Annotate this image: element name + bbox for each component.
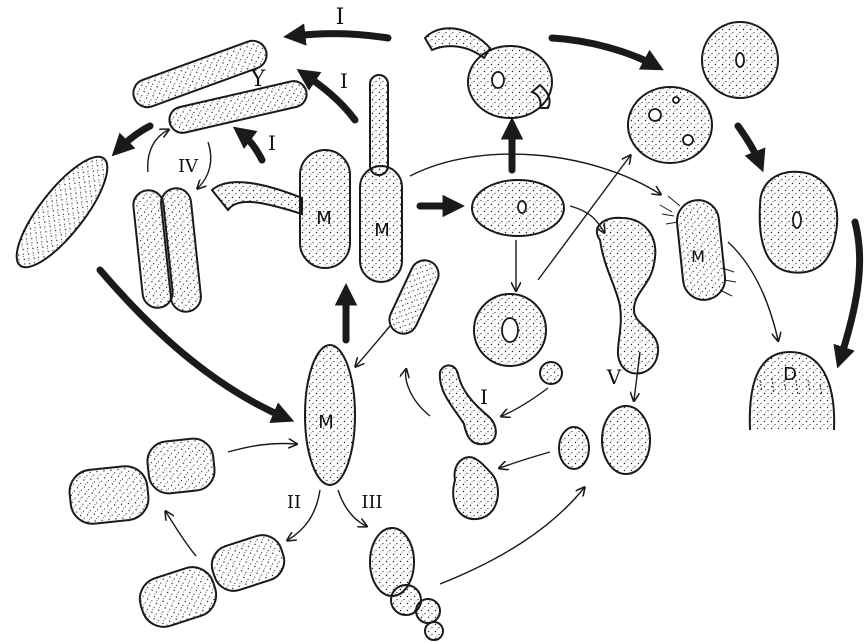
vacuole-1 — [649, 109, 661, 121]
nucleus-round-center — [502, 318, 518, 342]
label-m-left: M — [316, 208, 332, 229]
pair-cell-right — [145, 437, 216, 496]
arrow-heavy-top-right — [552, 38, 656, 66]
arrow-thin-bud-to-bulb — [502, 388, 548, 416]
arrow-heavy-down-right — [738, 126, 760, 164]
label-y: Y — [250, 67, 266, 92]
nucleus-center-oval — [518, 201, 526, 213]
dividing-cell-left — [134, 561, 222, 632]
label-m-center: M — [318, 412, 334, 433]
arrow-thin-iv-down — [198, 142, 211, 188]
tendril-left — [425, 28, 490, 58]
arrow-thin-to-big-m — [356, 326, 390, 366]
label-iv: IV — [178, 156, 199, 177]
label-iii: III — [361, 492, 382, 513]
chain-cell-4 — [425, 622, 443, 640]
arrow-heavy-far-right — [840, 222, 860, 360]
arrow-thin-iv-up — [148, 130, 168, 172]
cell-vacuolated — [628, 87, 712, 163]
chain-cell-3 — [416, 599, 440, 623]
budding-arm — [212, 182, 302, 214]
label-m-fraying: M — [691, 247, 705, 266]
label-i-bulb: I — [480, 385, 488, 409]
label-i-top: I — [336, 5, 345, 30]
small-oval-cell — [559, 427, 589, 469]
long-cell-left — [3, 145, 121, 279]
cells — [3, 22, 837, 640]
label-v: V — [606, 365, 622, 389]
v-oval-cell — [602, 406, 650, 474]
arrow-heavy-top-I — [292, 34, 388, 38]
label-i-middle: I — [340, 69, 348, 93]
teardrop-cell — [453, 457, 498, 519]
arrow-thin-bottom-up — [166, 512, 196, 556]
nucleus-round-right — [793, 212, 801, 228]
nucleus-top-center — [492, 72, 504, 88]
small-bud — [540, 362, 562, 384]
arrow-thin-loop-up — [406, 370, 430, 416]
dividing-cell-right — [207, 530, 290, 596]
cell-top-center — [468, 46, 552, 118]
label-d: D — [783, 364, 797, 385]
label-ii: II — [287, 492, 301, 513]
arrow-thin-to-teardrop — [500, 452, 550, 468]
label-m-right: M — [374, 220, 390, 241]
pair-cell-left — [67, 464, 150, 526]
hourglass-cell — [597, 218, 658, 374]
nucleus-top-right — [736, 53, 744, 67]
arrow-thin-pair-to-m — [228, 443, 296, 452]
stalk-cell — [370, 75, 388, 175]
arrow-heavy-small-I — [240, 132, 262, 160]
label-i-small: I — [268, 131, 276, 155]
arrow-heavy-left — [118, 126, 150, 150]
vacuole-2 — [683, 135, 693, 145]
vacuole-3 — [673, 97, 679, 103]
